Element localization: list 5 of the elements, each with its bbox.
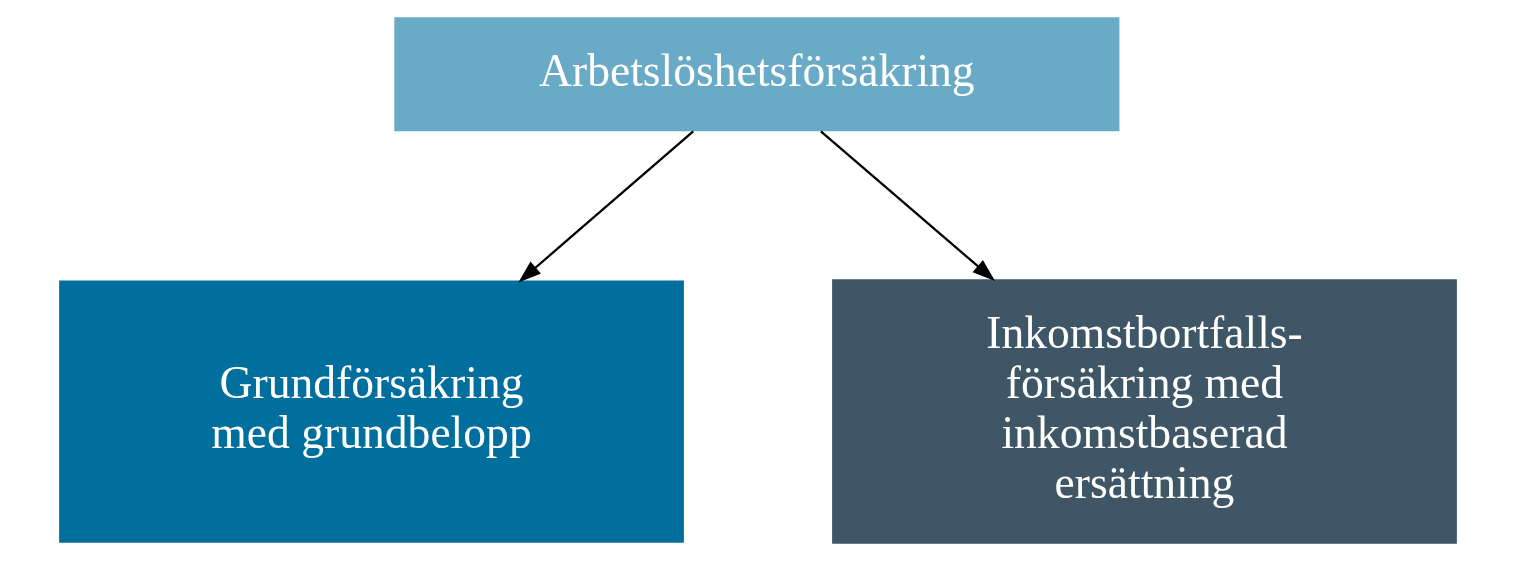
node-box: Grundförsäkring med grundbelopp bbox=[59, 280, 684, 543]
arrow bbox=[820, 130, 996, 281]
node-box: Arbetslöshetsförsäkring bbox=[394, 17, 1120, 132]
arrow bbox=[518, 130, 694, 283]
node-box: Inkomstbortfalls- försäkring med inkomstbaserad ersättning bbox=[832, 279, 1457, 544]
